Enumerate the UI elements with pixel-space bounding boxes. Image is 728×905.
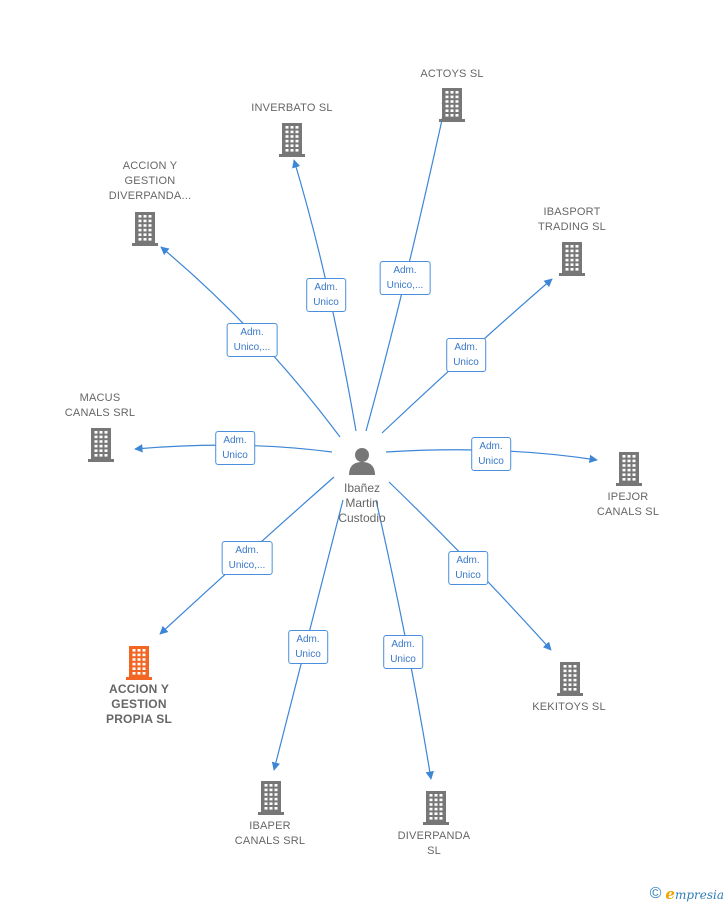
edge-role-label-kekitoys[interactable]: Adm. Unico: [448, 551, 488, 585]
copyright-icon: ©: [649, 885, 662, 902]
edge-role-label-ipejor[interactable]: Adm. Unico: [471, 437, 511, 471]
edge-role-label-diverpanda-acc[interactable]: Adm. Unico,...: [226, 323, 278, 357]
company-diverpanda-label[interactable]: DIVERPANDA SL: [397, 830, 471, 857]
edge-role-label-actoys[interactable]: Adm. Unico,...: [379, 261, 431, 295]
company-ipejor-building-icon[interactable]: [613, 450, 645, 491]
center-person-label[interactable]: Ibañez Martin Custodio: [338, 481, 386, 525]
company-ibasport-label[interactable]: IBASPORT TRADING SL: [537, 206, 607, 233]
edge-role-label-inverbato[interactable]: Adm. Unico: [306, 278, 346, 312]
company-ibaper-label[interactable]: IBAPER CANALS SRL: [234, 820, 306, 847]
company-kekitoys-label[interactable]: KEKITOYS SL: [532, 701, 606, 713]
edge-role-label-propia[interactable]: Adm. Unico,...: [221, 541, 273, 575]
company-actoys-label[interactable]: ACTOYS SL: [420, 68, 484, 80]
company-diverpanda-building-icon[interactable]: [420, 789, 452, 830]
company-ibasport-building-icon[interactable]: [556, 240, 588, 281]
company-macus-label[interactable]: MACUS CANALS SRL: [64, 392, 136, 419]
brand-logo: empresia: [665, 885, 724, 903]
person-icon[interactable]: [347, 446, 377, 481]
company-inverbato-label[interactable]: INVERBATO SL: [251, 102, 333, 114]
edge-role-label-ibaper[interactable]: Adm. Unico: [288, 630, 328, 664]
company-kekitoys-building-icon[interactable]: [554, 660, 586, 701]
company-inverbato-building-icon[interactable]: [276, 121, 308, 162]
edge-role-label-ibasport[interactable]: Adm. Unico: [446, 338, 486, 372]
company-ibaper-building-icon[interactable]: [255, 779, 287, 820]
company-diverpanda-acc-building-icon[interactable]: [129, 210, 161, 251]
footer-brand: © empresia: [650, 885, 724, 903]
company-actoys-building-icon[interactable]: [436, 86, 468, 127]
company-propia-label[interactable]: ACCION Y GESTION PROPIA SL: [105, 682, 173, 726]
company-ipejor-label[interactable]: IPEJOR CANALS SL: [596, 491, 660, 518]
company-propia-building-icon[interactable]: [123, 644, 155, 685]
company-macus-building-icon[interactable]: [85, 426, 117, 467]
edge-role-label-diverpanda[interactable]: Adm. Unico: [383, 635, 423, 669]
edge-role-label-macus[interactable]: Adm. Unico: [215, 431, 255, 465]
company-diverpanda-acc-label[interactable]: ACCION Y GESTION DIVERPANDA...: [108, 160, 192, 202]
